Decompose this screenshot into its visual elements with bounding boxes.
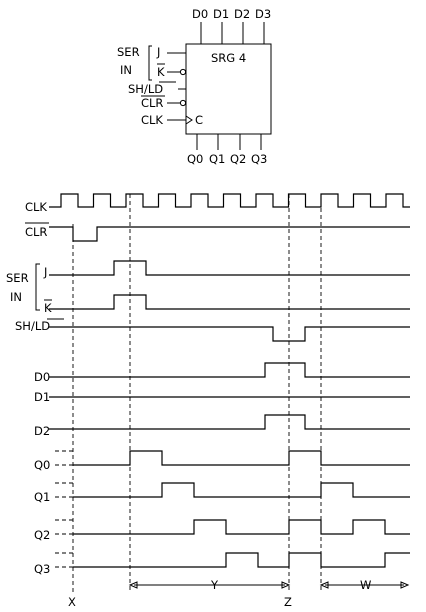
clock-triangle-icon [185,115,193,125]
waveforms [49,193,410,568]
j-signal-label: J [43,265,47,279]
x-marker-label: X [68,595,76,609]
q1-signal-label: Q1 [34,490,50,504]
w-interval-arrow [319,581,410,589]
q0-label: Q0 [187,152,203,166]
y-interval-arrow [128,581,291,589]
clr-waveform [49,226,410,242]
k-waveform [49,294,410,310]
z-marker-label: Z [284,595,292,609]
q1-label: Q1 [209,152,225,166]
shld-signal-label: SH/LD [15,319,50,333]
d3-label: D3 [255,7,271,21]
shld-waveform [49,326,410,342]
d2-label: D2 [234,7,250,21]
in-signal-label: IN [10,290,22,304]
q0-waveform [73,450,410,466]
ser-signal-label: SER [6,271,29,285]
ser-label: SER [117,45,140,59]
ser-signal-bracket [35,263,40,311]
shift-register-block: SRG 4 D0 D1 D2 D3 Q0 Q1 Q2 Q3 SER IN J K… [117,7,272,166]
d2-waveform [49,414,410,430]
q2-label: Q2 [230,152,246,166]
clr-label: CLR [141,96,163,110]
y-marker-label: Y [210,578,219,592]
w-marker-label: W [360,578,371,592]
j-waveform [49,260,410,276]
q2-waveform [73,519,410,535]
timing-diagram: CLK CLR SER IN J K SH/LD D0 D1 D2 Q0 Q1 … [6,193,410,609]
clr-inversion-bubble [179,99,187,107]
k-inversion-bubble [179,68,187,76]
q-initial-state-marks [55,450,73,568]
in-label: IN [120,63,132,77]
q2-signal-label: Q2 [34,528,50,542]
clr-signal-label: CLR [25,225,47,239]
ser-bracket [148,45,152,81]
q3-waveform [73,552,410,568]
q3-signal-label: Q3 [34,562,50,576]
shld-label: SH/LD [128,82,163,96]
block-title: SRG 4 [211,51,246,65]
k-signal-label: K [44,301,52,315]
q1-waveform [73,482,410,498]
d0-signal-label: D0 [34,370,50,384]
d2-signal-label: D2 [34,424,50,438]
j-label: J [156,45,160,59]
q3-label: Q3 [251,152,267,166]
k-label: K [157,65,165,79]
d1-signal-label: D1 [34,390,50,404]
d1-label: D1 [213,7,229,21]
q0-signal-label: Q0 [34,458,50,472]
clk-waveform [49,193,410,208]
clk-label: CLK [141,113,163,127]
clk-signal-label: CLK [25,200,47,214]
d0-waveform [49,362,410,378]
d0-label: D0 [192,7,208,21]
c-label: C [195,113,203,127]
